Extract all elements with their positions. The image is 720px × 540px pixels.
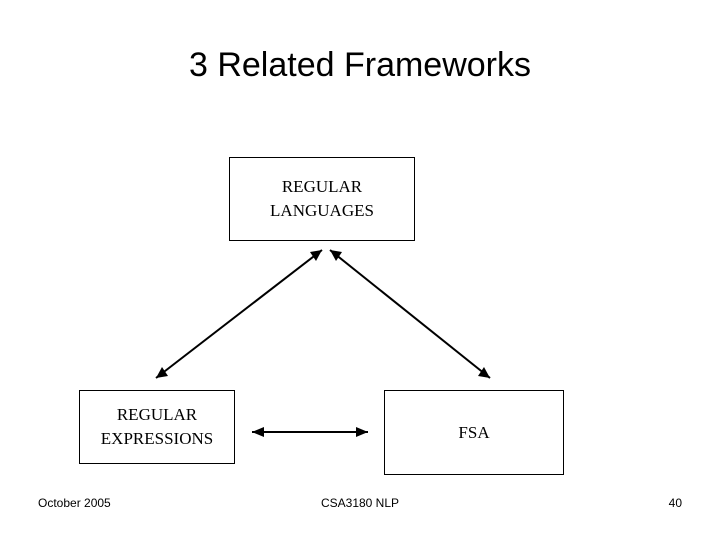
node-regular-languages: REGULAR LANGUAGES bbox=[229, 157, 415, 241]
node-fsa: FSA bbox=[384, 390, 564, 475]
footer-date: October 2005 bbox=[38, 496, 111, 510]
connector-regular-expressions-to-fsa bbox=[252, 427, 368, 437]
footer-page-number: 40 bbox=[668, 496, 682, 510]
connector-regular-languages-to-fsa bbox=[329, 249, 491, 379]
footer-course-label: CSA3180 NLP bbox=[320, 496, 400, 510]
page-title: 3 Related Frameworks bbox=[188, 46, 531, 84]
node-regular-expressions: REGULAR EXPRESSIONS bbox=[79, 390, 235, 464]
connector-regular-expressions-to-regular-languages bbox=[155, 249, 323, 379]
